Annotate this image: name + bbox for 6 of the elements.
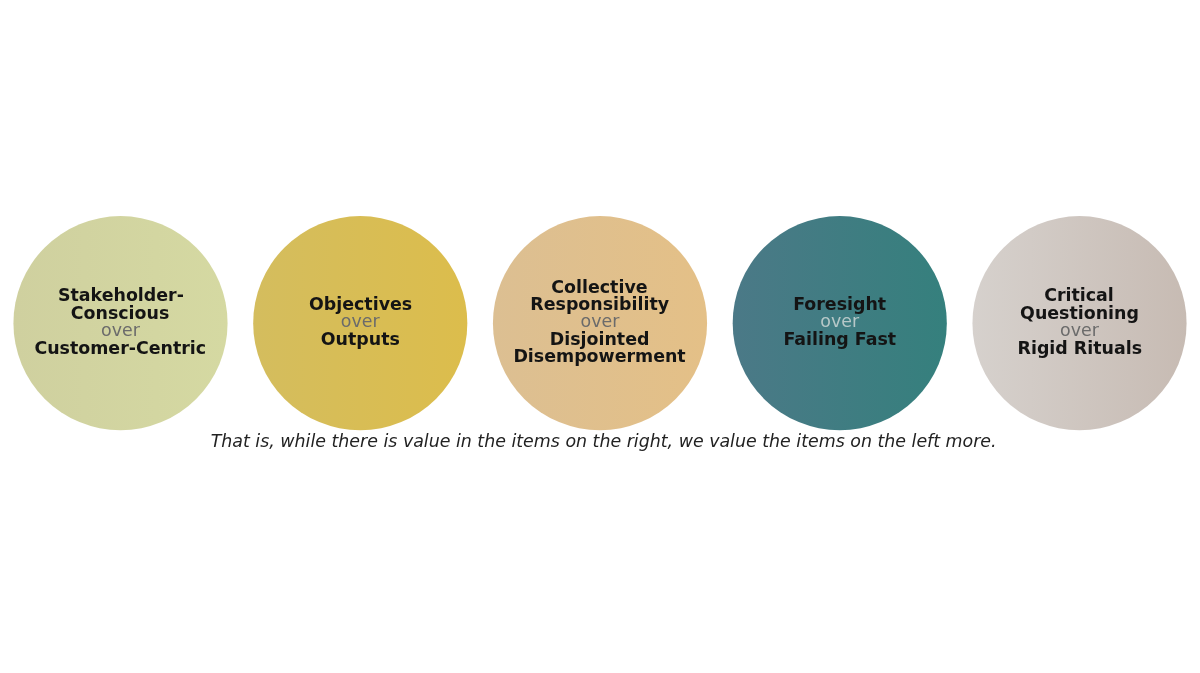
node-circle: Critical Questioning over Rigid Rituals <box>972 215 1187 430</box>
node-circle: Stakeholder- Conscious over Customer-Centric <box>13 215 228 430</box>
node-circle: Collective Responsibility over Disjointed Disempowerment <box>492 215 708 430</box>
node-circle: Foresight over Failing Fast <box>732 215 947 430</box>
node-circle: Objectives over Outputs <box>253 215 468 430</box>
caption: That is, while there is value in the items on the right, we value the items on the left more. <box>210 430 997 451</box>
